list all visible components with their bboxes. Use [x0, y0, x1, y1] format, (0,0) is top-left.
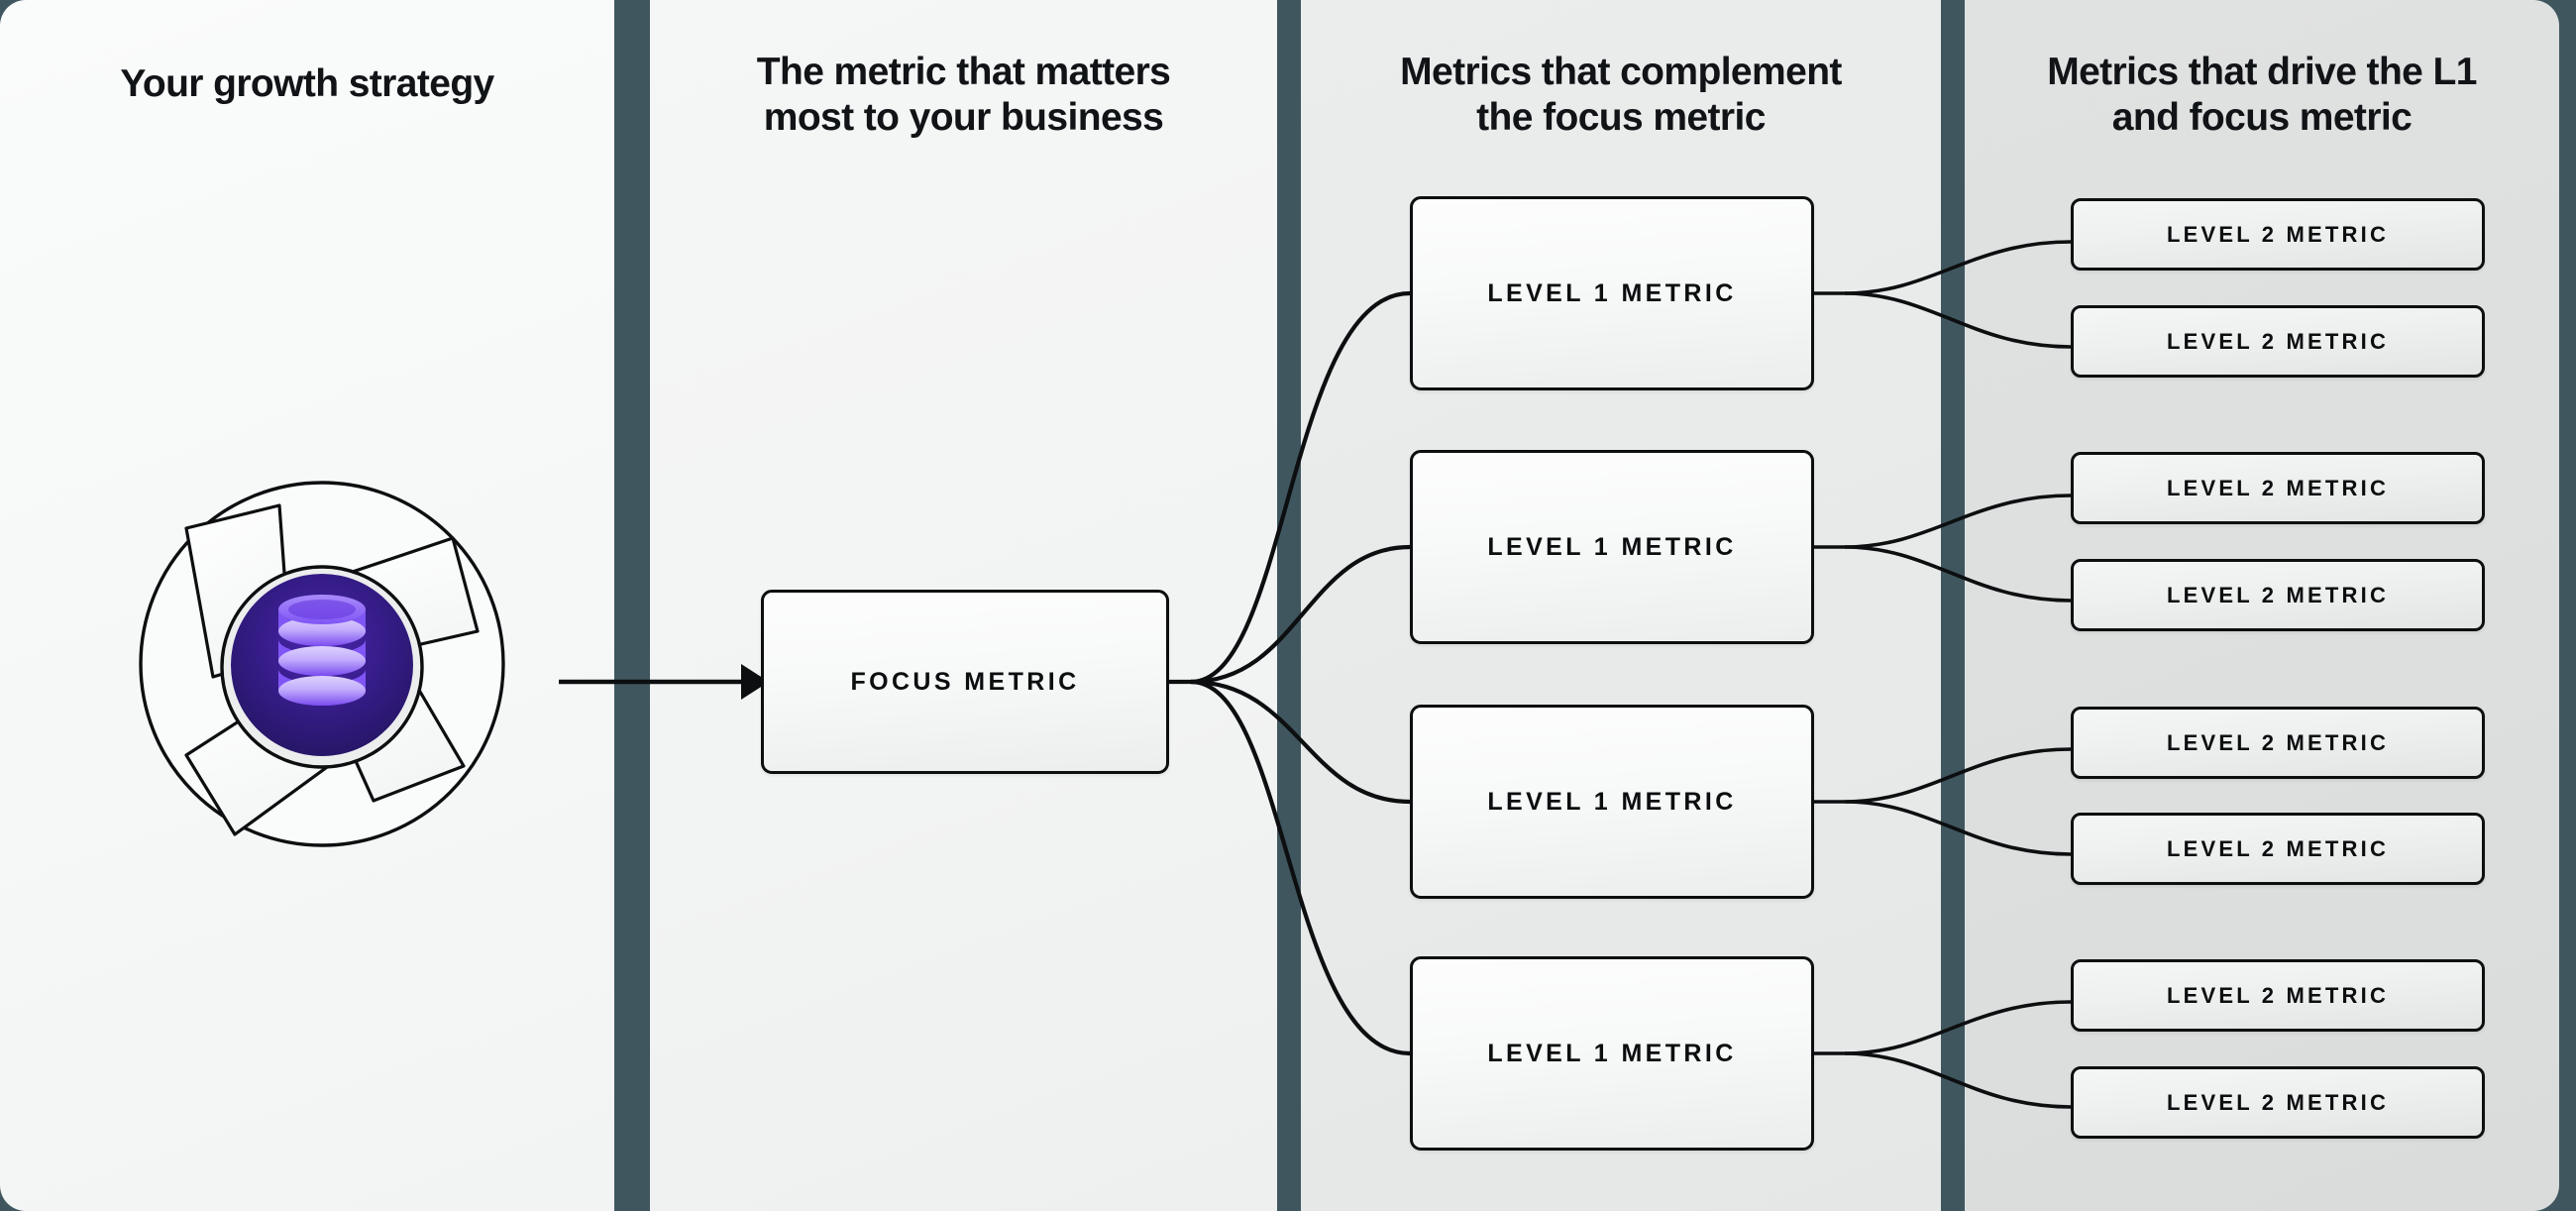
column-title-focus: The metric that matters most to your bus…: [650, 50, 1277, 141]
column-title-focus-line2: most to your business: [763, 96, 1164, 140]
column-title-level1: Metrics that complement the focus metric: [1301, 50, 1941, 141]
level2-metric-node-5[interactable]: LEVEL 2 METRIC: [2071, 707, 2485, 779]
column-title-strategy: Your growth strategy: [0, 61, 614, 107]
level2-metric-node-1[interactable]: LEVEL 2 METRIC: [2071, 198, 2485, 271]
level1-metric-node-4[interactable]: LEVEL 1 METRIC: [1410, 956, 1814, 1151]
focus-metric-node[interactable]: FOCUS METRIC: [761, 590, 1169, 774]
column-title-level2: Metrics that drive the L1 and focus metr…: [1965, 50, 2559, 141]
level2-metric-node-4[interactable]: LEVEL 2 METRIC: [2071, 559, 2485, 631]
growth-strategy-graphic: [139, 481, 505, 847]
column-title-level1-line2: the focus metric: [1476, 96, 1766, 140]
column-title-level1-line1: Metrics that complement: [1400, 51, 1842, 93]
level1-metric-node-3[interactable]: LEVEL 1 METRIC: [1410, 705, 1814, 899]
column-title-strategy-line1: Your growth strategy: [120, 62, 494, 105]
level2-metric-node-2[interactable]: LEVEL 2 METRIC: [2071, 305, 2485, 378]
level1-metric-node-2[interactable]: LEVEL 1 METRIC: [1410, 450, 1814, 644]
level2-metric-node-3[interactable]: LEVEL 2 METRIC: [2071, 452, 2485, 524]
level2-metric-node-6[interactable]: LEVEL 2 METRIC: [2071, 813, 2485, 885]
column-title-level2-line2: and focus metric: [2111, 96, 2413, 140]
level1-metric-node-1[interactable]: LEVEL 1 METRIC: [1410, 196, 1814, 390]
column-title-level2-line1: Metrics that drive the L1: [2047, 51, 2477, 93]
column-title-focus-line1: The metric that matters: [756, 51, 1171, 93]
level2-metric-node-8[interactable]: LEVEL 2 METRIC: [2071, 1066, 2485, 1139]
database-icon: [278, 595, 366, 706]
level2-metric-node-7[interactable]: LEVEL 2 METRIC: [2071, 959, 2485, 1032]
